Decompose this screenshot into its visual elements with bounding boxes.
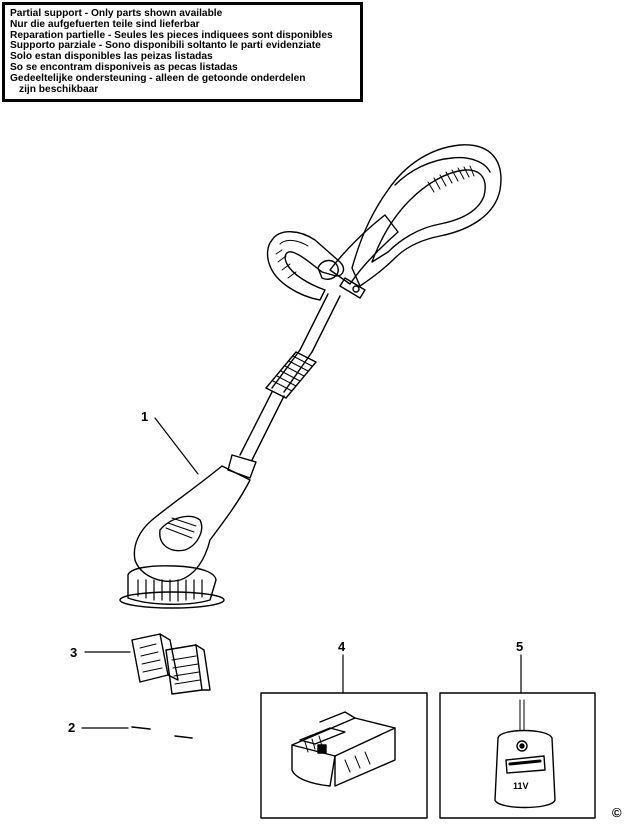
charger-box xyxy=(439,692,596,819)
partial-support-notice: Partial support - Only parts shown avail… xyxy=(2,2,363,102)
callout-part-1: 1 xyxy=(141,409,149,424)
charger-drawing xyxy=(494,699,556,809)
notice-line-fr: Reparation partielle - Seules les pieces… xyxy=(10,29,333,41)
notice-line-de: Nur die aufgefuerten teile sind lieferba… xyxy=(10,18,200,30)
callout-part-3: 3 xyxy=(70,645,78,660)
trimmer-drawing xyxy=(119,144,502,609)
copyright-symbol: © xyxy=(612,805,622,820)
notice-line-nl-cont: zijn beschikbaar xyxy=(19,83,99,95)
battery-box xyxy=(260,692,428,819)
callout-part-2: 2 xyxy=(68,720,76,735)
callout-part-4: 4 xyxy=(338,639,346,654)
notice-line-pt: So se encontram disponiveis as pecas lis… xyxy=(10,61,238,73)
battery-drawing xyxy=(291,711,396,787)
notice-line-it: Supporto parziale - Sono disponibili sol… xyxy=(10,40,321,52)
notice-line-nl: Gedeeltelijke ondersteuning - alleen de … xyxy=(10,72,306,84)
callout-part-5: 5 xyxy=(516,639,524,654)
line-drawing xyxy=(131,726,193,739)
charger-voltage-label: 11V xyxy=(513,781,529,791)
notice-line-en: Partial support - Only parts shown avail… xyxy=(10,8,223,19)
notice-line-es: Solo estan disponibles las peizas listad… xyxy=(10,51,213,63)
spool-drawing xyxy=(131,633,211,695)
